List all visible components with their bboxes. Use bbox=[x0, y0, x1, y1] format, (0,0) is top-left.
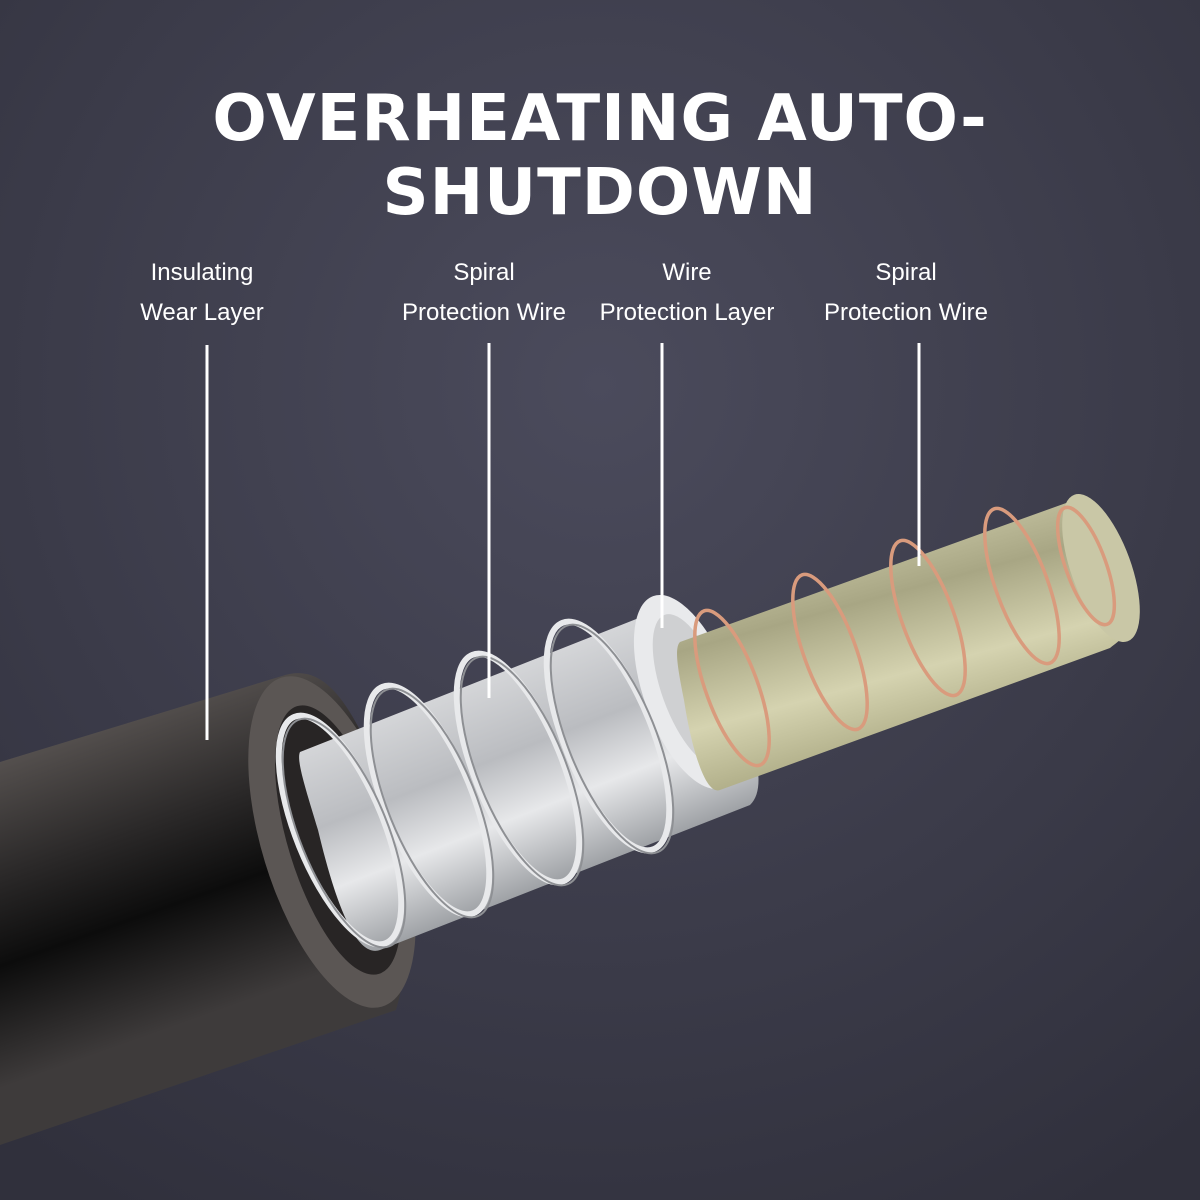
label-line: Spiral bbox=[875, 259, 937, 286]
label-line: Wear Layer bbox=[140, 299, 264, 326]
leader-lines bbox=[205, 343, 921, 740]
headline: OVERHEATING AUTO-SHUTDOWN bbox=[212, 82, 988, 230]
label-spiral-protection-wire-inner: Spiral Protection Wire bbox=[324, 253, 644, 333]
label-wire-protection-layer: Wire Protection Layer bbox=[527, 253, 847, 333]
label-line: Insulating bbox=[150, 259, 254, 286]
label-insulating-wear-layer: Insulating Wear Layer bbox=[42, 253, 362, 333]
label-line: Spiral bbox=[453, 259, 515, 286]
silver-spiral-wire bbox=[275, 618, 673, 948]
label-line: Protection Wire bbox=[401, 299, 567, 326]
inner-core bbox=[677, 493, 1140, 791]
silver-spiral-wire-shadow bbox=[281, 623, 675, 949]
label-line: Wire bbox=[662, 259, 712, 286]
label-spiral-protection-wire-outer: Spiral Protection Wire bbox=[746, 253, 1066, 333]
label-line: Protection Wire bbox=[823, 299, 989, 326]
label-line: Protection Layer bbox=[599, 299, 775, 326]
copper-spiral-wire bbox=[693, 505, 1117, 768]
